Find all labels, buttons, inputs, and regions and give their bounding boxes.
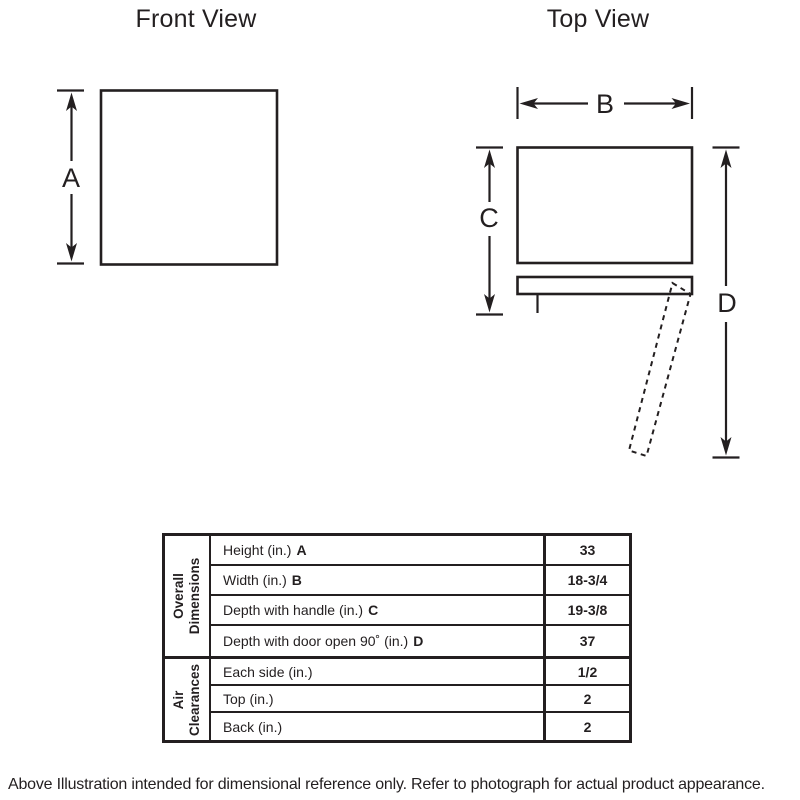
row-label: Top (in.) xyxy=(223,690,274,707)
row-value: 2 xyxy=(543,713,629,740)
row-value: 1/2 xyxy=(543,659,629,684)
row-key: C xyxy=(368,602,379,618)
table-section-air-clearances: Air Clearances Each side (in.) 1/2 Top (… xyxy=(165,656,629,740)
front-view-title: Front View xyxy=(135,5,257,33)
dimension-label-c: C xyxy=(479,203,499,233)
front-view-cabinet-outline xyxy=(99,89,279,266)
table-row-depth-door-open: Depth with door open 90˚ (in.)D 37 xyxy=(211,626,629,656)
row-value: 33 xyxy=(543,536,629,564)
row-value: 2 xyxy=(543,686,629,711)
dimension-arrow-d xyxy=(712,146,740,459)
section-header-line: Overall xyxy=(171,573,186,619)
row-label: Back (in.) xyxy=(223,718,283,735)
top-view-title: Top View xyxy=(546,5,650,33)
table-row-top: Top (in.) 2 xyxy=(211,686,629,713)
arrowhead-down-icon xyxy=(720,437,732,456)
row-label: Each side (in.) xyxy=(223,663,313,680)
front-view-diagram: A xyxy=(57,89,279,266)
section-header-line: Air xyxy=(171,690,186,709)
section-header-line: Dimensions xyxy=(187,557,202,635)
arrowhead-up-icon xyxy=(720,149,732,168)
top-view-door-open-dashed xyxy=(627,281,692,458)
table-row-width: Width (in.)B 18-3/4 xyxy=(211,566,629,596)
arrowhead-down-icon xyxy=(66,243,77,262)
footer-disclaimer: Above Illustration intended for dimensio… xyxy=(8,776,765,793)
table-row-height: Height (in.)A 33 xyxy=(211,536,629,566)
dimension-arrow-c xyxy=(476,146,503,316)
arrowhead-up-icon xyxy=(484,149,495,168)
dimension-diagrams: A B xyxy=(57,87,740,459)
row-value: 19-3/8 xyxy=(543,596,629,624)
dimensions-table: Overall Dimensions Height (in.)A 33 Widt… xyxy=(162,533,632,743)
section-header-line: Clearances xyxy=(187,663,202,736)
table-row-each-side: Each side (in.) 1/2 xyxy=(211,659,629,686)
row-key: A xyxy=(296,542,307,558)
dimension-label-b: B xyxy=(596,89,614,119)
row-key: B xyxy=(291,572,302,588)
row-label: Height (in.) xyxy=(223,542,292,558)
dimension-label-a: A xyxy=(62,163,80,193)
table-row-back: Back (in.) 2 xyxy=(211,713,629,740)
arrowhead-right-icon xyxy=(671,98,690,109)
row-label: Depth with handle (in.) xyxy=(223,602,364,618)
arrowhead-left-icon xyxy=(519,98,538,109)
arrowhead-up-icon xyxy=(66,92,77,111)
section-header-overall-dimensions: Overall Dimensions xyxy=(165,536,211,656)
arrowhead-down-icon xyxy=(484,294,495,313)
row-label: Width (in.) xyxy=(223,572,287,588)
dimension-arrow-a xyxy=(57,89,84,265)
section-header-air-clearances: Air Clearances xyxy=(165,659,211,740)
top-view-diagram: B C D xyxy=(476,87,740,459)
dimension-arrow-b xyxy=(516,87,694,119)
row-value: 18-3/4 xyxy=(543,566,629,594)
table-row-depth-handle: Depth with handle (in.)C 19-3/8 xyxy=(211,596,629,626)
dimension-label-d: D xyxy=(717,288,737,318)
row-key: D xyxy=(413,633,424,649)
table-section-overall-dimensions: Overall Dimensions Height (in.)A 33 Widt… xyxy=(165,536,629,656)
top-view-cabinet-outline xyxy=(516,146,694,265)
row-label: Depth with door open 90˚ (in.) xyxy=(223,633,409,649)
row-value: 37 xyxy=(543,626,629,656)
top-view-door-closed xyxy=(516,275,694,296)
